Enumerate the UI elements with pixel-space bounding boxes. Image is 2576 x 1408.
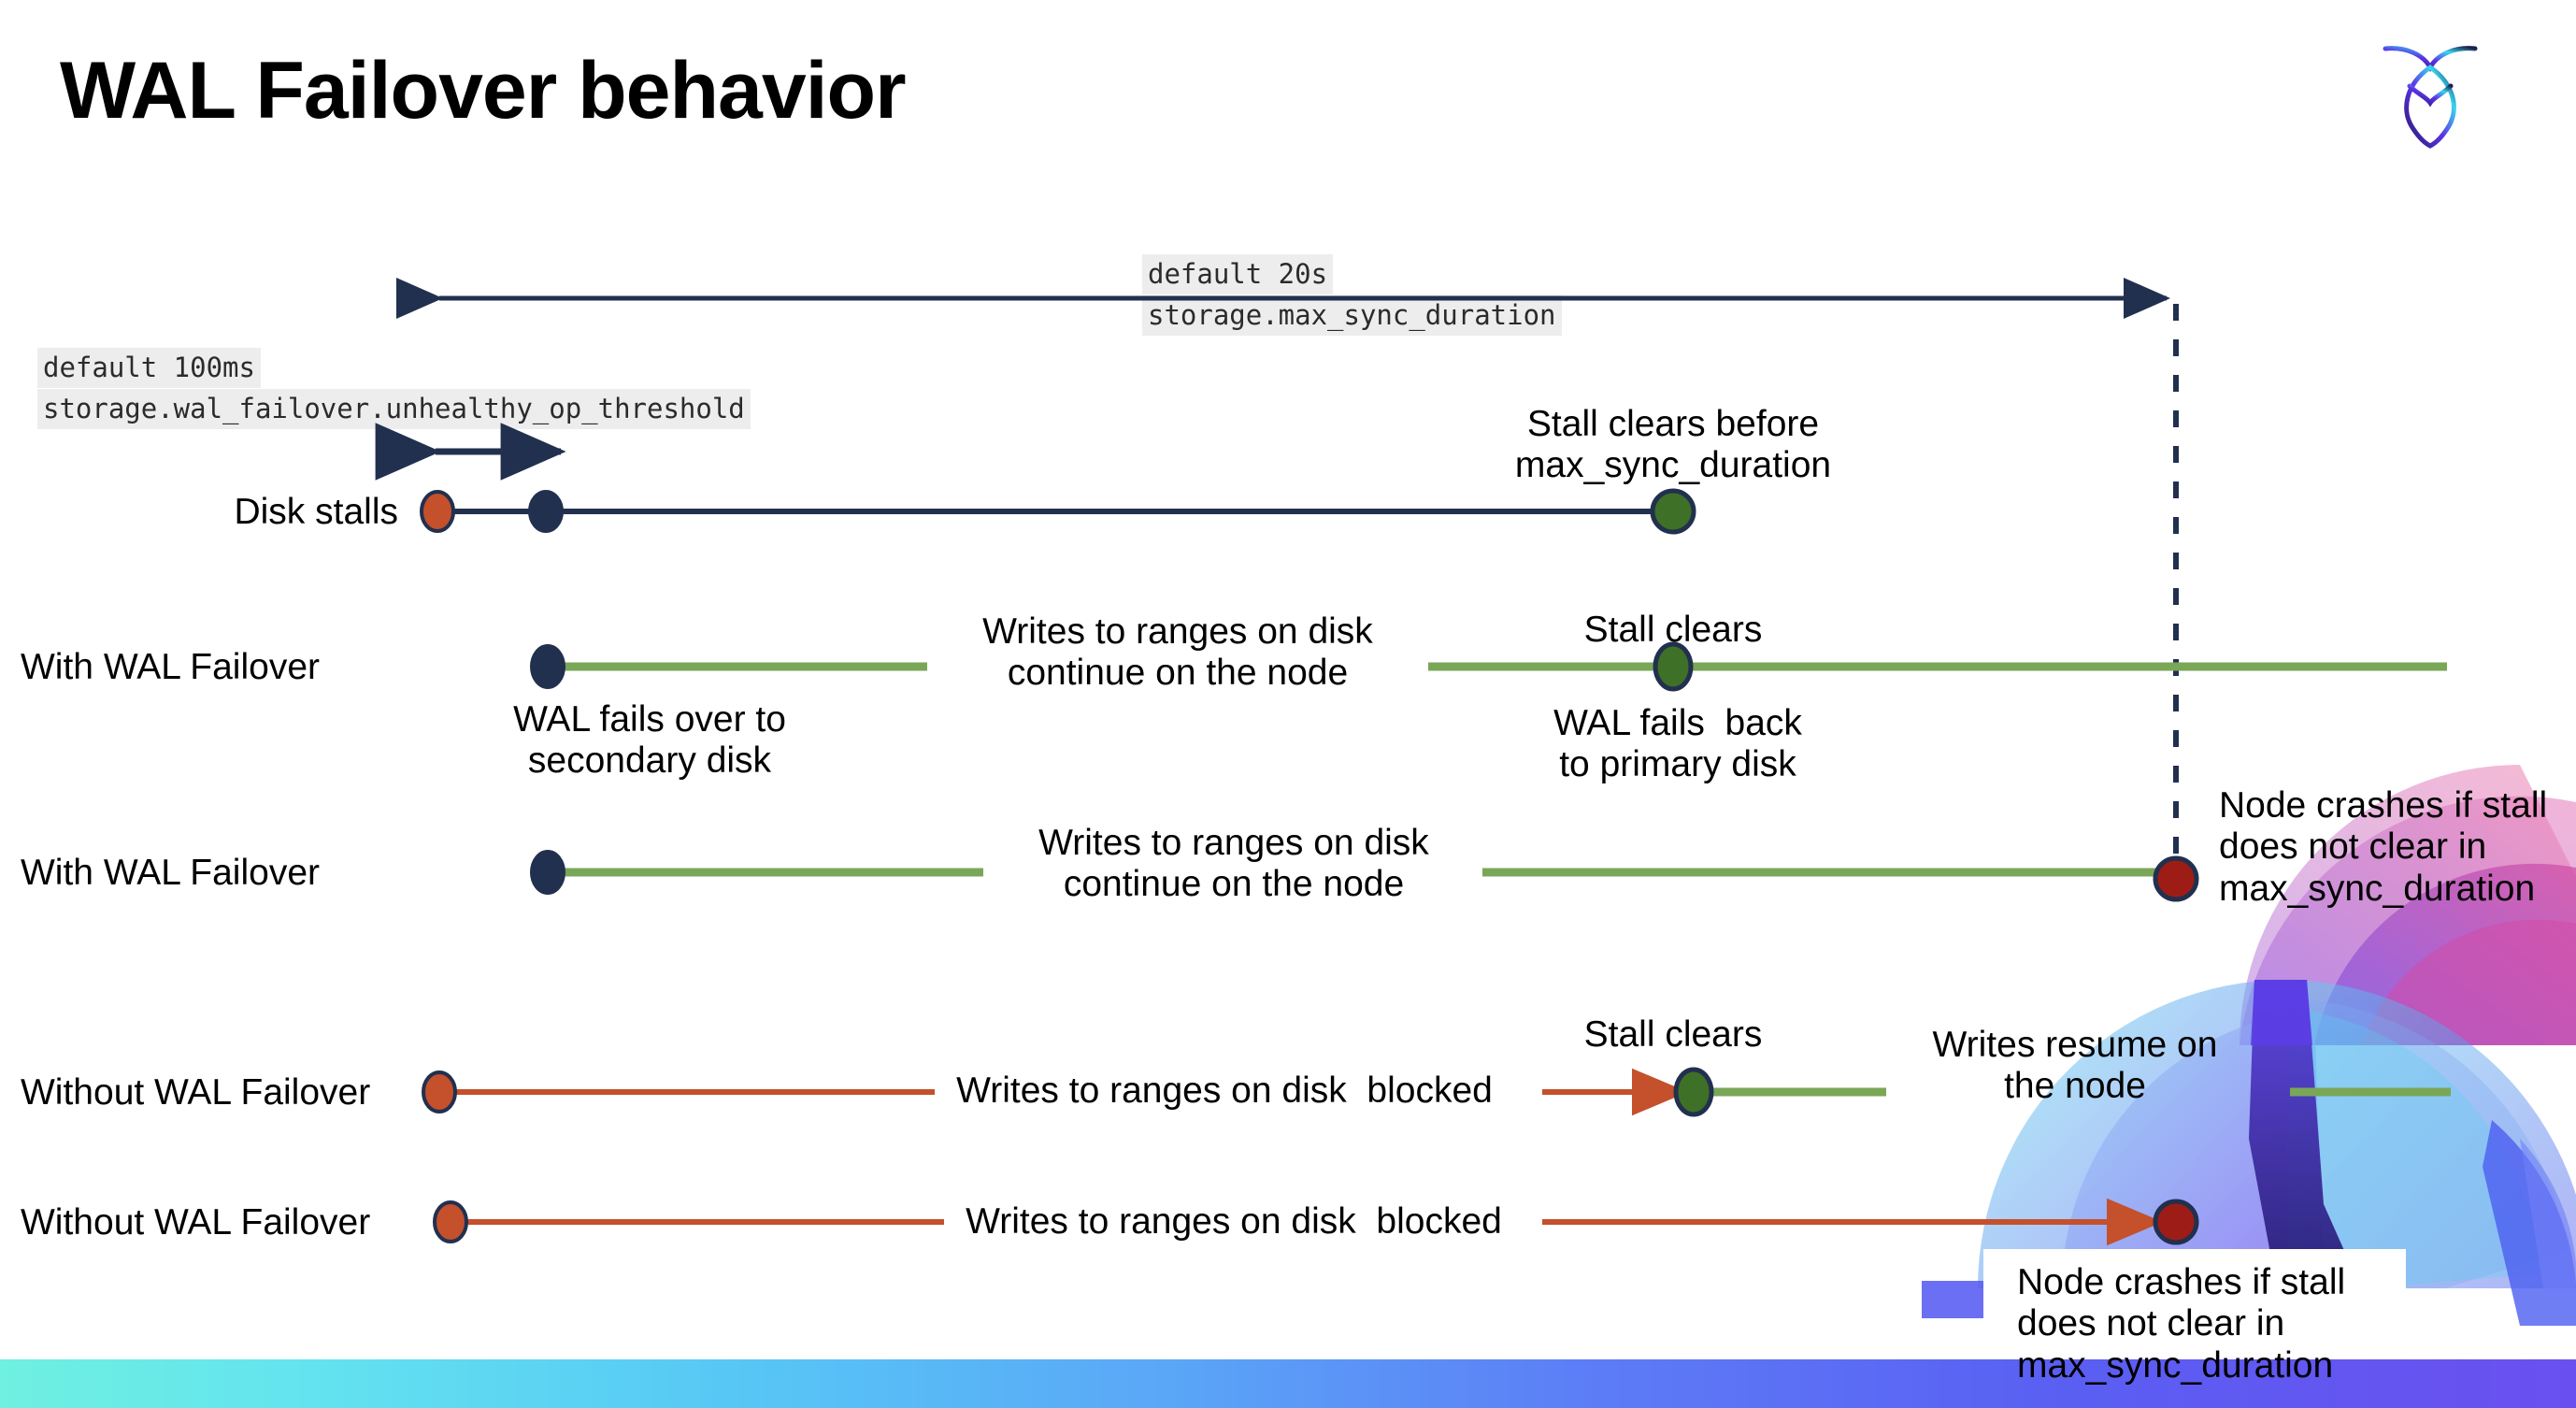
row-with-wal-failover-2-timeline xyxy=(530,850,2199,902)
note-writes-resume: Writes resume on the node xyxy=(1932,1025,2218,1107)
row-label-with-wal-failover-2: With WAL Failover xyxy=(21,853,320,893)
row-label-disk-stalls: Disk stalls xyxy=(234,492,398,532)
cockroachdb-logo-icon xyxy=(2374,30,2486,151)
row-label-without-wal-failover-2: Without WAL Failover xyxy=(21,1202,371,1243)
note-wal-fails-back: WAL fails back to primary disk xyxy=(1553,703,1802,785)
row-without-wal-failover-2-timeline xyxy=(433,1198,2199,1246)
row-disk-stalls-timeline xyxy=(420,488,1696,535)
note-writes-blocked-2: Writes to ranges on disk blocked xyxy=(966,1201,1502,1242)
note-stall-clears-before-max-sync: Stall clears before max_sync_duration xyxy=(1514,404,1832,486)
annotation-unhealthy-op-setting: storage.wal_failover.unhealthy_op_thresh… xyxy=(37,389,751,429)
row-with-wal-failover-1-timeline xyxy=(530,641,2447,692)
note-writes-continue-2: Writes to ranges on disk continue on the… xyxy=(1038,823,1429,905)
page-title: WAL Failover behavior xyxy=(60,46,907,136)
row-label-without-wal-failover-1: Without WAL Failover xyxy=(21,1072,371,1113)
note-writes-continue-1: Writes to ranges on disk continue on the… xyxy=(982,611,1373,694)
note-stall-clears-2: Stall clears xyxy=(1583,1014,1763,1055)
row-without-wal-failover-1-timeline xyxy=(422,1067,2451,1117)
note-node-crashes-2: Node crashes if stall does not clear in … xyxy=(2017,1262,2346,1386)
bottom-gradient-bar xyxy=(0,1359,2576,1408)
row-label-with-wal-failover-1: With WAL Failover xyxy=(21,647,320,687)
note-stall-clears-1: Stall clears xyxy=(1583,610,1763,650)
note-writes-blocked-1: Writes to ranges on disk blocked xyxy=(956,1070,1493,1111)
annotation-unhealthy-op-default: default 100ms xyxy=(37,348,261,388)
note-node-crashes-1: Node crashes if stall does not clear in … xyxy=(2219,785,2548,909)
note-wal-fails-over: WAL fails over to secondary disk xyxy=(513,699,786,782)
